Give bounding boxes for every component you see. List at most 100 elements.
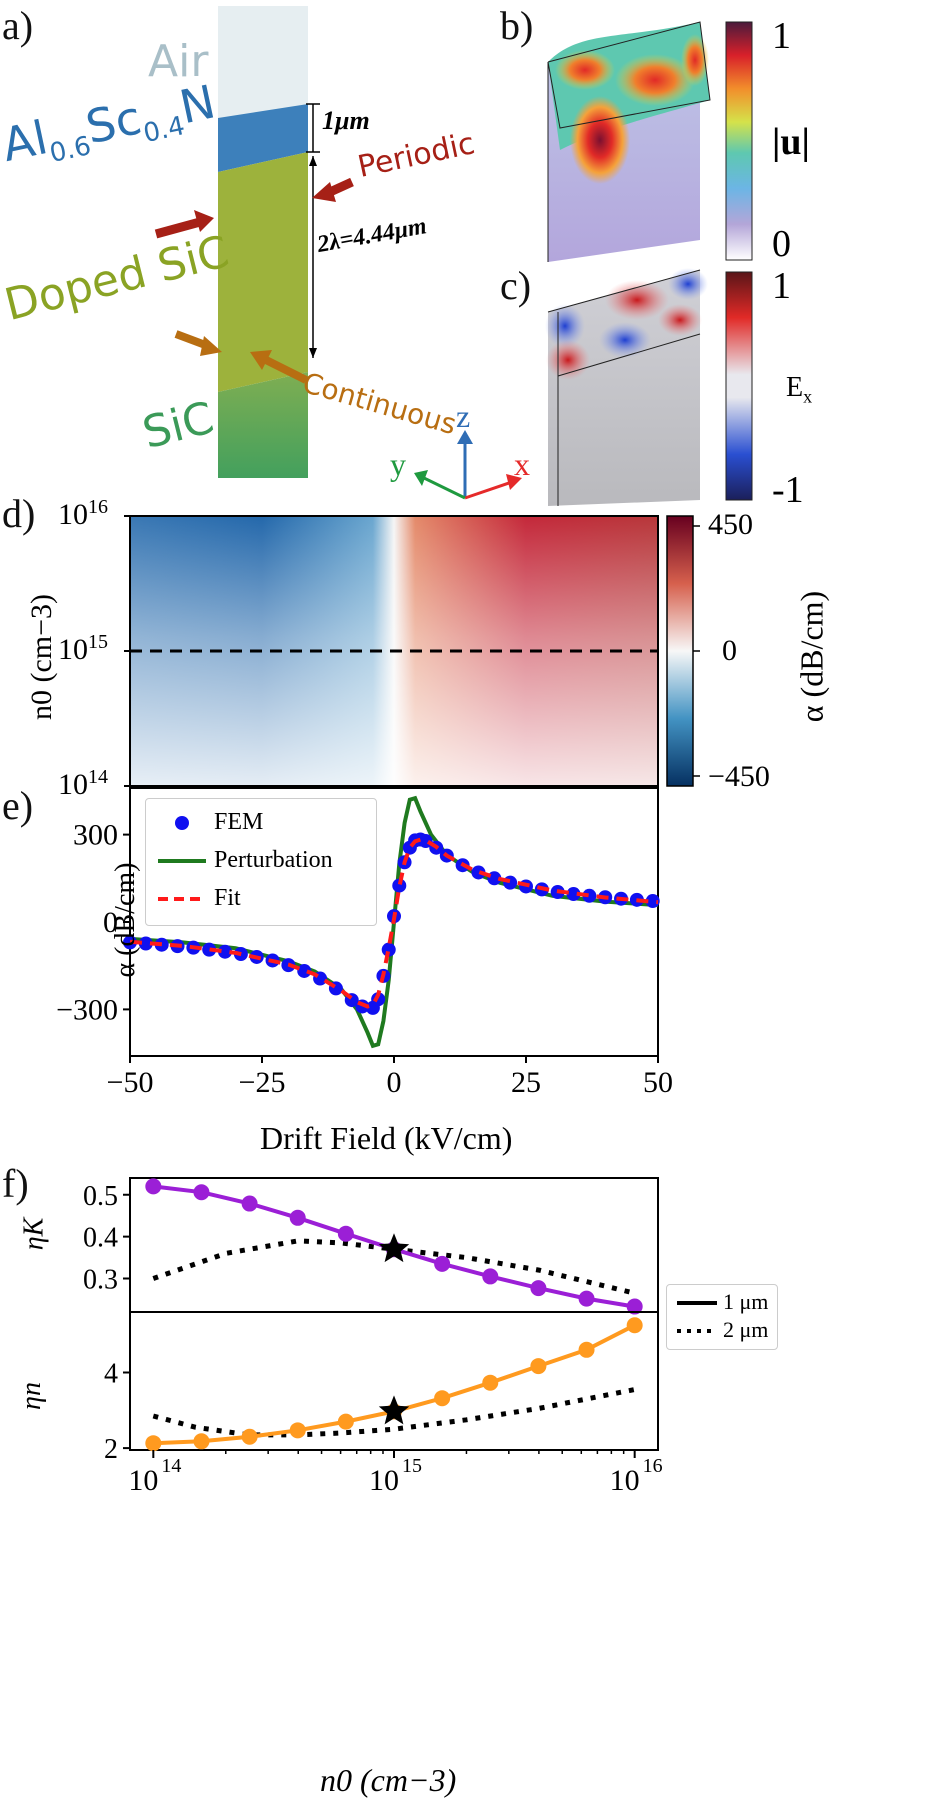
f-top-star-marker [378,1233,410,1263]
colorbar-max-label: 1 [772,15,791,57]
fem-data-point [471,865,486,880]
x-axis-arrow [464,480,513,500]
e-xlabel: Drift Field (kV/cm) [260,1120,513,1156]
f-top-data-point [337,1225,354,1242]
f-top-data-point [530,1280,547,1297]
f-bottom-data-point [193,1433,210,1450]
alscn-layer [218,104,308,172]
panel-a-device [154,6,522,500]
fem-data-point [202,942,217,957]
e-legend-markers [158,816,206,901]
arrowhead [194,210,214,232]
outline [547,21,711,129]
legend-perturbation-label: Perturbation [214,847,333,873]
outline [547,269,701,313]
d-ytick-exp: 15 [88,631,108,653]
arrowhead [312,182,336,202]
arrowhead [309,156,317,166]
colorbar-label-ex: Ex [786,372,812,408]
panel-label-f: f) [2,1161,29,1206]
fem-data-point [645,894,660,909]
e-xtick-label: 25 [511,1066,541,1099]
f-bottom-data-point [578,1341,595,1358]
f-bottom-data-point [482,1374,499,1391]
e-ytick-label: 300 [73,819,118,852]
f-bottom-ytick-label: 4 [104,1358,118,1389]
efield-blob-positive [658,304,702,336]
panel-d-heatmap [124,515,700,787]
colorbar-displacement [725,21,753,261]
fem-data-point [138,936,153,951]
legend-fit-label: Fit [214,885,241,911]
legend-fem-marker [175,816,189,830]
colorbar-alpha [666,515,694,787]
fem-data-point [381,942,396,957]
f-top-data-point [482,1268,499,1285]
arrowhead [506,474,522,490]
f-xtick-label: 10 [369,1464,399,1497]
f-top-series-2um-line [152,1238,636,1296]
d-ytick-base: 10 [58,633,88,666]
f-top-data-point [626,1298,643,1315]
f-bottom-data-point [241,1428,258,1445]
arrowhead [457,430,473,444]
d-cbar-tick-top: 450 [708,508,753,541]
f-xtick-exp: 14 [161,1455,181,1477]
label-air: Air [148,36,209,87]
e-legend: FEM Perturbation Fit [145,798,377,926]
periodic-right-arrow [328,177,354,197]
f-bottom-data-point [434,1390,451,1407]
doped-sic-layer [218,152,308,392]
efield-blob-positive [605,280,669,320]
f-bottom-data-point [626,1317,643,1334]
ex-label-sub: x [803,386,813,407]
ex-label: E [786,372,804,403]
panel-b-displacement-plot [547,21,753,262]
f-bottom-data-point [530,1358,547,1375]
arrowhead [309,348,317,358]
f-top-data-point [241,1195,258,1212]
d-cbar-tick-mid: 0 [722,634,737,667]
continuous-right-arrow [264,356,308,384]
d-ytick-exp: 14 [88,766,108,788]
f-bottom-ylabel: ηn [15,1382,47,1410]
f-bottom-data-point [337,1413,354,1430]
f-top-data-point [145,1178,162,1195]
fem-data-point [392,878,407,893]
axis-label-x: x [514,446,530,482]
fem-data-point [297,963,312,978]
periodic-left-arrow [154,217,202,239]
f-bottom-star-marker [378,1395,410,1425]
f-legend: 1 μm 2 μm [666,1284,778,1350]
f-top-data-point [193,1184,210,1201]
e-xtick-label: −50 [107,1066,154,1099]
f-bottom-frame [129,1311,659,1451]
e-xtick-label: −25 [239,1066,286,1099]
displacement-hotspot [555,50,615,90]
f-top-ytick-label: 0.5 [83,1181,118,1212]
d-ytick-top: 1016 [58,496,108,532]
fem-data-point [218,944,233,959]
panel-c-efield-plot [545,268,753,506]
colorbar-min-label: 0 [772,223,791,265]
f-top-ylabel: ηK [18,1217,50,1251]
efield-blob-negative [599,322,651,358]
arrowhead [200,336,222,356]
legend-fem-label: FEM [214,809,264,835]
f-bottom-data-point [289,1422,306,1439]
displacement-hotspot [681,34,709,86]
legend-2um-label: 2 μm [723,1317,769,1342]
panel-label-b: b) [500,3,534,48]
f-bottom-ytick-label: 2 [104,1434,118,1465]
d-ytick-base: 10 [58,768,88,801]
efield-blob-negative [545,304,585,348]
outline [557,333,701,377]
f-xtick-exp: 15 [402,1455,422,1477]
f-xtick-label: 10 [128,1464,158,1497]
f-xtick-label: 10 [610,1464,640,1497]
f-bottom-series-1um-line [153,1323,636,1446]
colorbar-min-label: -1 [772,469,804,511]
e-ytick-label: 0 [103,906,118,939]
axis-label-z: z [456,398,471,434]
